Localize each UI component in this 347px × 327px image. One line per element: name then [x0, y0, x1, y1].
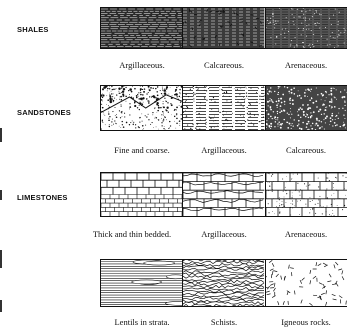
sandstone-calcareous-pattern: [266, 86, 347, 130]
lentils-swatch: [101, 260, 182, 306]
lentils-caption: Lentils in strata.: [114, 317, 169, 327]
sandstones-heading: SANDSTONES: [17, 108, 71, 117]
sandstone-fine-coarse-swatch: [101, 86, 182, 130]
schists-caption: Schists.: [211, 317, 237, 327]
limestone-argillaceous-pattern: [183, 173, 264, 216]
igneous-swatch: [265, 260, 347, 306]
edge-mark: [0, 128, 2, 142]
shales-pattern-strip: [100, 7, 347, 49]
shale-argillaceous-pattern: [101, 8, 182, 48]
sandstone-fine-coarse-pattern: [101, 86, 182, 130]
edge-mark: [0, 190, 2, 200]
limestone-argillaceous-swatch: [182, 173, 264, 216]
shale-calcareous-caption: Calcareous.: [204, 60, 244, 70]
sandstones-pattern-strip: [100, 85, 347, 131]
edge-mark: [0, 300, 2, 312]
limestones-pattern-strip: [100, 172, 347, 217]
sandstone-calcareous-caption: Calcareous.: [286, 145, 326, 155]
sandstone-argillaceous-swatch: [182, 86, 264, 130]
shale-argillaceous-caption: Argillaceous.: [119, 60, 164, 70]
igneous-pattern: [266, 260, 347, 306]
limestone-argillaceous-caption: Argillaceous.: [201, 229, 246, 239]
limestone-bedded-swatch: [101, 173, 182, 216]
schists-pattern: [183, 260, 264, 306]
sandstone-argillaceous-caption: Argillaceous.: [201, 145, 246, 155]
shale-calcareous-pattern: [183, 8, 264, 48]
limestone-arenaceous-caption: Arenaceous.: [285, 229, 327, 239]
shale-arenaceous-pattern: [266, 8, 347, 48]
limestone-arenaceous-pattern: [266, 173, 347, 216]
sandstone-fine-coarse-caption: Fine and coarse.: [114, 145, 169, 155]
edge-mark: [0, 250, 2, 268]
shale-argillaceous-swatch: [101, 8, 182, 48]
limestone-arenaceous-swatch: [265, 173, 347, 216]
shale-arenaceous-caption: Arenaceous.: [285, 60, 327, 70]
shale-arenaceous-swatch: [265, 8, 347, 48]
limestones-heading: LIMESTONES: [17, 193, 68, 202]
shales-heading: SHALES: [17, 25, 49, 34]
shale-calcareous-swatch: [182, 8, 264, 48]
limestone-bedded-pattern: [101, 173, 182, 216]
schists-swatch: [182, 260, 264, 306]
sandstone-calcareous-swatch: [265, 86, 347, 130]
igneous-caption: Igneous rocks.: [281, 317, 331, 327]
limestone-bedded-caption: Thick and thin bedded.: [93, 229, 171, 239]
lentils-pattern: [101, 260, 182, 306]
other-rocks-pattern-strip: [100, 259, 347, 307]
sandstone-argillaceous-pattern: [183, 86, 264, 130]
